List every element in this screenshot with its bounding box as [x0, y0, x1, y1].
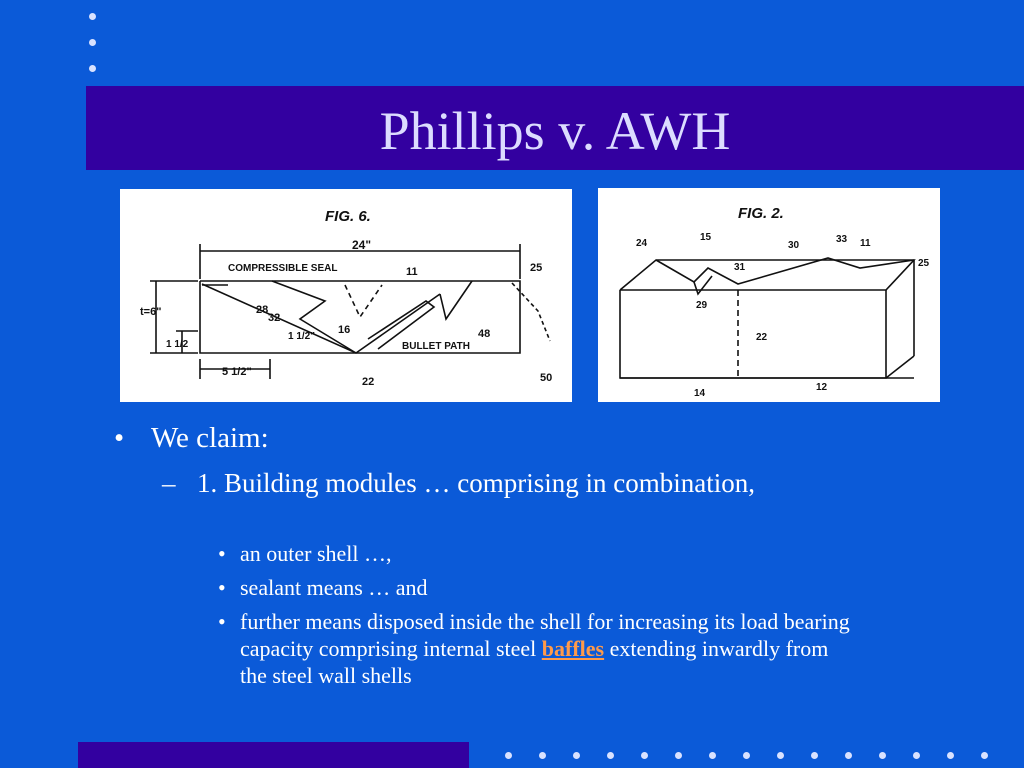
fig6-inner-height: 1 1/2": [288, 331, 315, 342]
bullet-text: further means disposed inside the shell …: [240, 608, 860, 689]
dot: [675, 752, 682, 759]
dot: [879, 752, 886, 759]
fig6-ref: 28: [256, 304, 268, 316]
fig6-ref: 48: [478, 328, 490, 340]
fig2-ref: 25: [918, 258, 930, 269]
fig6-ref: 50: [540, 372, 552, 384]
fig6-width-label: 5 1/2": [222, 366, 252, 378]
dot: [811, 752, 818, 759]
bullet-marker: •: [218, 541, 226, 566]
fig6-small-height: 1 1/2: [166, 339, 189, 350]
dot: [947, 752, 954, 759]
bottom-band: [78, 742, 469, 768]
fig2-ref: 11: [860, 238, 871, 249]
bullet-text: an outer shell …,: [240, 541, 392, 566]
dot: [607, 752, 614, 759]
dot: [89, 39, 96, 46]
dot: [845, 752, 852, 759]
fig2-ref: 24: [636, 238, 648, 249]
fig6-dimension-top: 24": [352, 238, 371, 252]
slide-title: Phillips v. AWH: [379, 101, 731, 161]
fig6-compressible-seal: COMPRESSIBLE SEAL: [228, 263, 337, 274]
bullet-text: 1. Building modules … comprising in comb…: [197, 468, 755, 498]
fig6-ref: 25: [530, 262, 542, 274]
dot: [709, 752, 716, 759]
fig2-ref: 15: [700, 232, 712, 243]
bullet-marker: •: [218, 609, 226, 634]
fig2-ref: 22: [756, 332, 768, 343]
fig6-ref: 32: [268, 312, 280, 324]
dot: [981, 752, 988, 759]
fig2-ref: 14: [694, 388, 706, 399]
fig6-ref: 11: [406, 266, 418, 278]
bullet-marker: •: [114, 422, 125, 454]
text-before: further means disposed inside the shell …: [240, 609, 850, 661]
fig2-ref: 31: [734, 262, 746, 273]
dot: [89, 65, 96, 72]
dot: [573, 752, 580, 759]
bullet-text: sealant means … and: [240, 575, 428, 600]
dot: [743, 752, 750, 759]
dash-marker: –: [162, 468, 176, 498]
title-band: Phillips v. AWH: [86, 86, 1024, 170]
fig6-height-label: t=6": [140, 306, 161, 318]
baffles-link[interactable]: baffles: [541, 636, 605, 661]
dot: [777, 752, 784, 759]
fig6-bullet-path: BULLET PATH: [402, 341, 470, 352]
fig2-ref: 29: [696, 300, 708, 311]
figure-2-drawing: FIG. 2. 24 15 30 33 11 25 31 29 22 12 14: [598, 188, 940, 402]
fig2-ref: 12: [816, 382, 828, 393]
bullet-marker: •: [218, 575, 226, 600]
dot: [505, 752, 512, 759]
fig2-ref: 30: [788, 240, 800, 251]
fig2-ref: 33: [836, 234, 848, 245]
dot: [641, 752, 648, 759]
fig6-ref: 22: [362, 376, 374, 388]
bullet-text: We claim:: [151, 422, 269, 454]
fig6-label: FIG. 6.: [325, 208, 371, 225]
text-after: extending inwardly from the steel wall s…: [240, 636, 829, 688]
fig2-label: FIG. 2.: [738, 205, 784, 222]
fig6-ref: 16: [338, 324, 350, 336]
dot: [539, 752, 546, 759]
dot: [913, 752, 920, 759]
dot: [89, 13, 96, 20]
figure-6-drawing: FIG. 6. 24" t=6" 1 1/2 5 1/2" 1 1/2" COM…: [120, 189, 572, 402]
